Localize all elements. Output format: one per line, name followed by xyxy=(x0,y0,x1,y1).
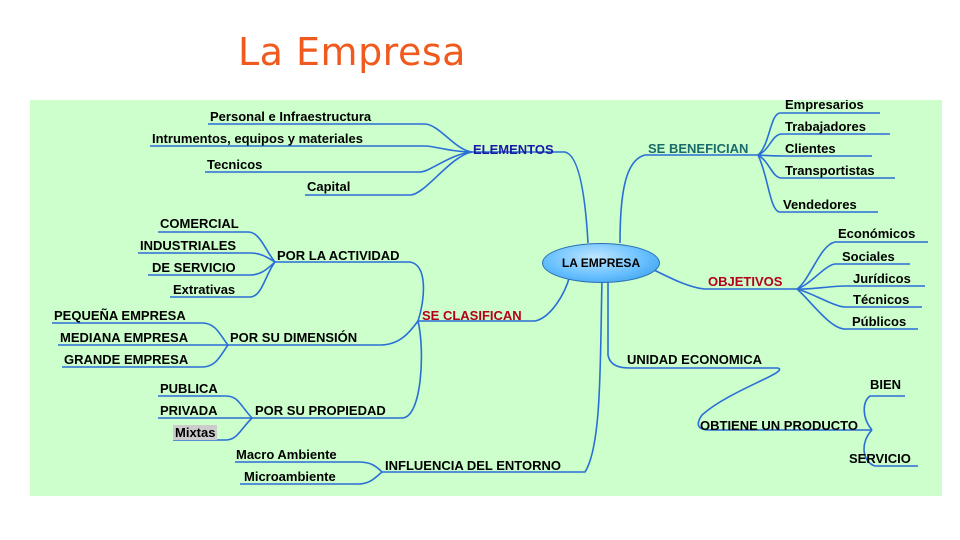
branch-influencia-entorno: INFLUENCIA DEL ENTORNO xyxy=(385,458,561,473)
actividad-item: COMERCIAL xyxy=(160,216,239,231)
elementos-item: Personal e Infraestructura xyxy=(210,109,372,124)
branch-elementos: ELEMENTOS xyxy=(473,142,554,157)
actividad-item: Extrativas xyxy=(173,282,236,297)
producto-item: BIEN xyxy=(870,377,902,392)
benefician-item: Vendedores xyxy=(783,197,857,212)
entorno-item: Macro Ambiente xyxy=(236,447,337,462)
objetivos-item: Públicos xyxy=(852,314,907,329)
dimension-item: PEQUEÑA EMPRESA xyxy=(54,308,186,323)
objetivos-item: Sociales xyxy=(842,249,895,264)
clasifican-propiedad: POR SU PROPIEDAD xyxy=(255,403,386,418)
actividad-item: INDUSTRIALES xyxy=(140,238,237,253)
propiedad-item-highlighted: Mixtas xyxy=(173,425,218,440)
elementos-item: Tecnicos xyxy=(207,157,263,172)
slide-title: La Empresa xyxy=(238,30,466,74)
clasifican-actividad: POR LA ACTIVIDAD xyxy=(277,248,400,263)
propiedad-item: PRIVADA xyxy=(160,403,218,418)
objetivos-item: Económicos xyxy=(838,226,916,241)
branch-se-benefician: SE BENEFICIAN xyxy=(648,141,749,156)
entorno-item: Microambiente xyxy=(244,469,336,484)
elementos-item: Intrumentos, equipos y materiales xyxy=(152,131,363,146)
benefician-item: Transportistas xyxy=(785,163,875,178)
dimension-item: GRANDE EMPRESA xyxy=(64,352,189,367)
benefician-item: Clientes xyxy=(785,141,836,156)
center-node: LA EMPRESA xyxy=(542,243,660,283)
benefician-item: Empresarios xyxy=(785,100,864,112)
clasifican-dimension: POR SU DIMENSIÓN xyxy=(230,330,358,345)
connector-lines xyxy=(52,112,928,485)
unidad-producto: OBTIENE UN PRODUCTO xyxy=(700,418,858,433)
benefician-item: Trabajadores xyxy=(785,119,866,134)
propiedad-item: PUBLICA xyxy=(160,381,218,396)
mind-map: LA EMPRESA ELEMENTOS Personal e Infraest… xyxy=(30,100,942,496)
producto-item: SERVICIO xyxy=(849,451,911,466)
dimension-item: MEDIANA EMPRESA xyxy=(60,330,189,345)
elementos-item: Capital xyxy=(307,179,351,194)
branch-unidad-economica: UNIDAD ECONOMICA xyxy=(627,352,763,367)
actividad-item: DE SERVICIO xyxy=(152,260,236,275)
branch-se-clasifican: SE CLASIFICAN xyxy=(422,308,522,323)
objetivos-item: Técnicos xyxy=(853,292,910,307)
branch-objetivos: OBJETIVOS xyxy=(708,274,783,289)
objetivos-item: Jurídicos xyxy=(853,271,911,286)
